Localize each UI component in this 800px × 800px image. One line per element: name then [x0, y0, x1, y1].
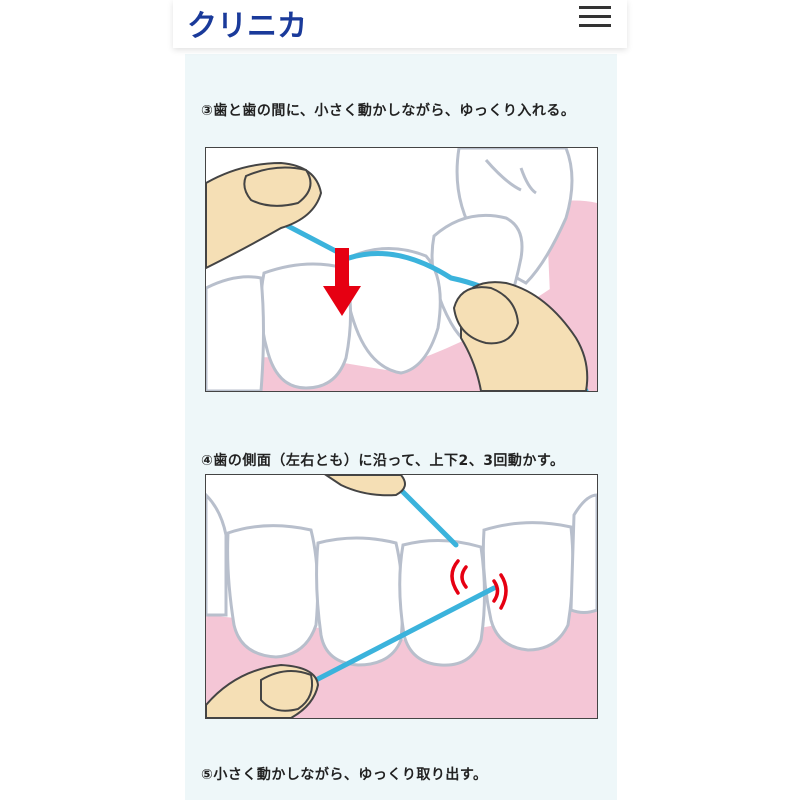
hamburger-line — [579, 15, 611, 18]
tooth-edge — [206, 275, 265, 391]
tooth-middle — [344, 247, 442, 375]
step-5-text: ⑤小さく動かしながら、ゆっくり取り出す。 — [201, 767, 488, 783]
brand-logo[interactable]: クリニカ — [187, 3, 317, 43]
step-4-text: ④歯の側面（左右とも）に沿って、上下2、3回動かす。 — [201, 453, 565, 469]
svg-text:クリニカ: クリニカ — [187, 9, 307, 43]
phone-viewport: クリニカ ③歯と歯の間に、小さく動かしながら、ゆっくり入れる。 — [173, 0, 627, 800]
hamburger-icon — [579, 6, 611, 9]
site-header: クリニカ — [173, 0, 627, 48]
hamburger-line — [579, 24, 611, 27]
tooth-d — [481, 521, 575, 652]
step-4-illustration — [205, 474, 598, 719]
hamburger-menu-button[interactable] — [579, 2, 613, 32]
step-3-text: ③歯と歯の間に、小さく動かしながら、ゆっくり入れる。 — [201, 103, 576, 119]
tooth-a — [226, 524, 320, 659]
down-arrow-icon — [323, 248, 361, 316]
vibration-icon — [450, 559, 508, 610]
top-thumb — [324, 475, 406, 497]
tooth-b — [315, 536, 405, 667]
tooth-c — [398, 538, 486, 667]
step-3-illustration — [205, 147, 598, 392]
instruction-content: ③歯と歯の間に、小さく動かしながら、ゆっくり入れる。 — [185, 54, 617, 800]
